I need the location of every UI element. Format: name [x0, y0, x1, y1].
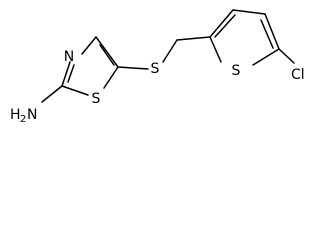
bond-thiophene-c2-c3 [209, 9, 234, 38]
atom-amine-h-count: 2 [20, 114, 26, 125]
bond-thiophene-c5-s [252, 48, 280, 66]
atom-thioether-s: S [151, 61, 160, 77]
bond-ch2-thiophene [176, 36, 211, 41]
atom-thiophene-s: S [232, 63, 241, 79]
bond-thiazole-c4-c5-double [99, 44, 115, 66]
bond-thiophene-c2-c3-double [214, 14, 236, 38]
atom-thiazole-n: N [64, 49, 74, 65]
atom-amine-n: N [27, 107, 37, 123]
bond-thiazole-n-c4 [81, 36, 97, 55]
bond-thiophene-c4-c5-double [260, 19, 274, 49]
bond-c2-amine [41, 85, 63, 103]
bond-thiazole-c5-s [103, 66, 119, 89]
bond-thiazole-c2-n-double [67, 64, 75, 83]
bond-thiophene-c4-c5 [264, 13, 280, 50]
molecule-structure: N S H 2 N S S Cl [10, 9, 305, 125]
bond-c5-chlorine [278, 48, 295, 64]
atom-thiazole-s: S [92, 91, 101, 107]
bond-thiophene-c3-c4 [232, 9, 266, 15]
bond-thiazole-c4-c5 [95, 36, 119, 68]
bond-thioether-s-ch2 [162, 39, 178, 63]
atom-chlorine: Cl [291, 67, 305, 83]
bond-thiazole-c2-n [61, 61, 71, 87]
bond-thiazole-s-c2 [61, 85, 89, 96]
atom-amine-h: H [10, 107, 21, 123]
bond-c5-thioether-s [117, 66, 149, 70]
bond-thiophene-s-c2 [209, 36, 222, 63]
